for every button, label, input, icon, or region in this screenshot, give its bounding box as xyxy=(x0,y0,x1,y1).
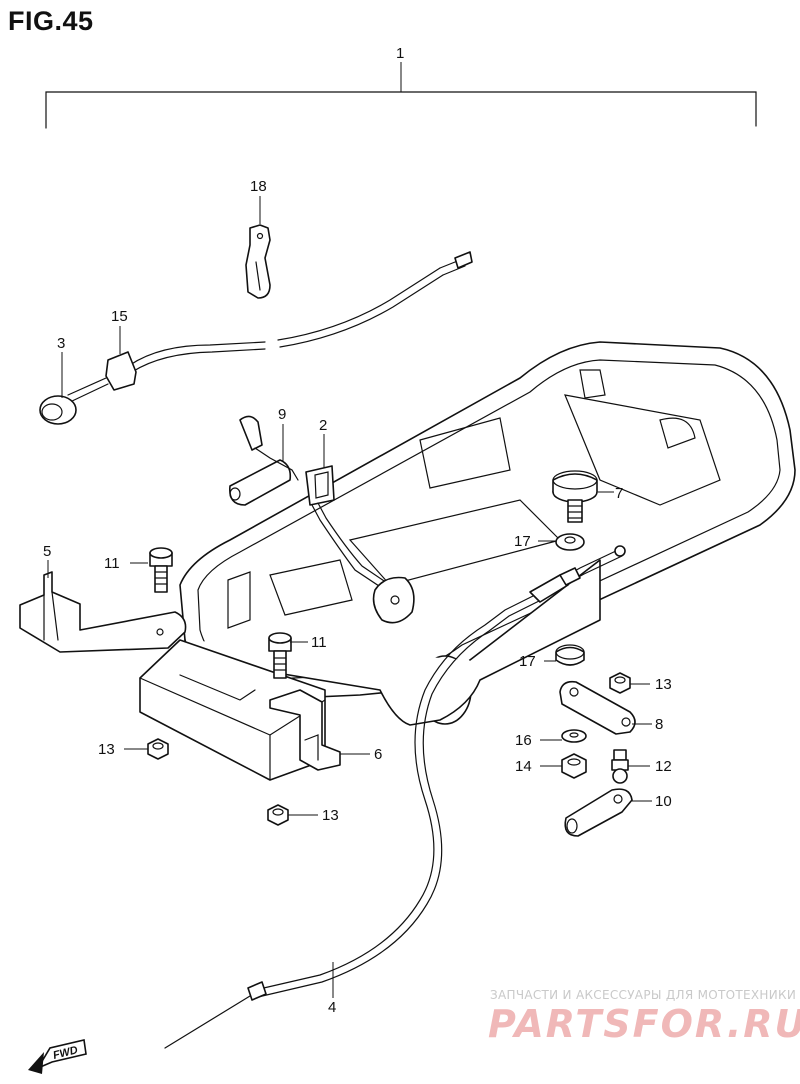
callout-15: 15 xyxy=(111,308,128,325)
callout-13b: 13 xyxy=(98,741,115,758)
watermark-caption: ЗАПЧАСТИ И АКСЕССУАРЫ ДЛЯ МОТОТЕХНИКИ xyxy=(490,988,797,1002)
nut-part-13b xyxy=(147,738,169,760)
washer-part-17a xyxy=(555,533,585,551)
nut-part-13a xyxy=(609,672,631,694)
callout-17b: 17 xyxy=(519,653,536,670)
callout-14: 14 xyxy=(515,758,532,775)
bolt-part-11b xyxy=(268,632,292,679)
leader-lines xyxy=(47,196,652,998)
callout-12: 12 xyxy=(655,758,672,775)
fwd-label: FWD xyxy=(52,1044,79,1062)
callout-8: 8 xyxy=(655,716,663,733)
callout-17a: 17 xyxy=(514,533,531,550)
washer-part-17b xyxy=(555,644,585,666)
callout-13c: 13 xyxy=(322,807,339,824)
figure-title: FIG.45 xyxy=(8,6,94,36)
ball-joint-part-12 xyxy=(611,749,629,784)
callout-10: 10 xyxy=(655,793,672,810)
callout-7: 7 xyxy=(615,485,623,502)
assembly-bracket xyxy=(45,62,757,129)
bracket-part-6 xyxy=(269,689,341,771)
connector-part-2 xyxy=(305,465,415,624)
cable-part-4 xyxy=(164,545,626,1049)
callout-1: 1 xyxy=(396,45,404,62)
link-part-8 xyxy=(559,680,636,735)
bracket-part-5 xyxy=(19,571,187,653)
callout-2: 2 xyxy=(319,417,327,434)
callout-3: 3 xyxy=(57,335,65,352)
callout-labels: 1 18 15 3 9 2 7 17 5 11 11 17 13 8 16 13… xyxy=(43,45,672,1016)
fwd-direction-badge: FWD xyxy=(28,1039,87,1074)
clip-part-18 xyxy=(245,224,271,299)
callout-11a: 11 xyxy=(104,555,120,572)
callout-4: 4 xyxy=(328,999,336,1016)
fwd-arrow-icon xyxy=(28,1052,44,1074)
nut-part-14 xyxy=(561,753,587,779)
watermark-logo: PARTSFOR.RU xyxy=(488,1002,800,1046)
callout-13a: 13 xyxy=(655,676,672,693)
bottom-cowling-part xyxy=(179,341,796,726)
wiring-harness-part xyxy=(39,251,473,425)
grommet-part-7 xyxy=(552,470,598,523)
callout-5: 5 xyxy=(43,543,51,560)
bolt-part-11a xyxy=(149,547,173,593)
washer-part-16 xyxy=(561,729,587,743)
callout-9: 9 xyxy=(278,406,286,423)
callout-16: 16 xyxy=(515,732,532,749)
nut-part-13c xyxy=(267,804,289,826)
rod-end-part-10 xyxy=(564,788,633,837)
callout-6: 6 xyxy=(374,746,382,763)
callout-11b: 11 xyxy=(311,634,327,651)
callout-18: 18 xyxy=(250,178,267,195)
switch-part-9 xyxy=(228,415,299,506)
